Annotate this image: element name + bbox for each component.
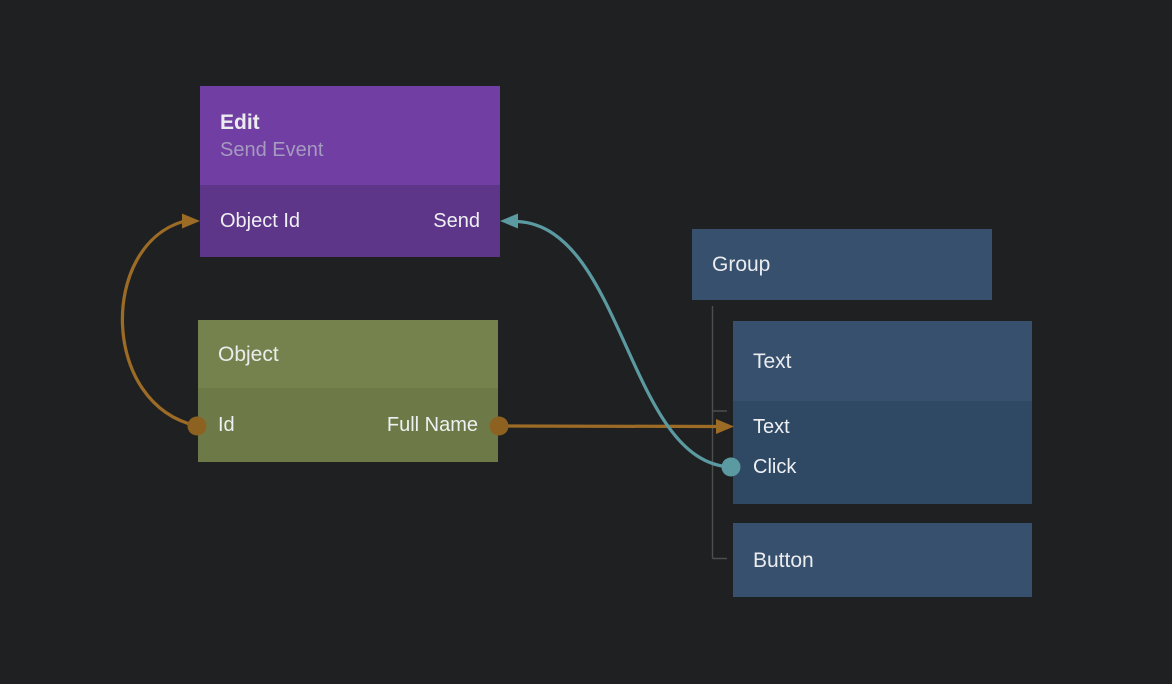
wire-path[interactable] — [517, 219, 732, 469]
edge-object-full-name-to-text-text[interactable] — [489, 416, 735, 436]
node-text-body: Text Click — [733, 401, 1032, 504]
arrowhead-icon — [716, 419, 734, 434]
port-id[interactable]: Id — [218, 413, 235, 436]
node-object[interactable]: Object Id Full Name — [198, 320, 498, 462]
wire-path[interactable] — [498, 424, 718, 429]
port-dot-id[interactable] — [187, 416, 207, 436]
node-title: Button — [753, 548, 814, 572]
edge-object-id-to-edit-object-id[interactable] — [120, 213, 207, 436]
node-title: Text — [753, 349, 792, 373]
arrowhead-icon — [500, 213, 518, 229]
port-object-id[interactable]: Object Id — [220, 209, 301, 232]
node-text-header: Text — [733, 321, 1032, 401]
node-group-header: Group — [692, 229, 992, 300]
node-edit-body: Object Id Send — [200, 185, 500, 257]
node-text[interactable]: Text Text Click — [733, 321, 1032, 504]
node-title: Object — [218, 342, 279, 366]
arrowhead-icon — [182, 213, 200, 229]
port-send[interactable]: Send — [433, 209, 480, 232]
node-group[interactable]: Group — [692, 229, 992, 300]
group-tree-connector — [711, 306, 727, 560]
port-text[interactable]: Text — [753, 415, 790, 438]
port-full-name[interactable]: Full Name — [386, 413, 478, 436]
node-object-header: Object — [198, 320, 498, 388]
node-edit-header: Edit Send Event — [200, 86, 500, 185]
wire-path[interactable] — [120, 219, 198, 428]
node-title: Group — [712, 253, 771, 276]
node-button[interactable]: Button — [733, 523, 1032, 597]
node-button-header: Button — [733, 523, 1032, 597]
edge-text-click-to-edit-send[interactable] — [500, 213, 741, 477]
node-title: Edit — [220, 110, 260, 134]
port-click[interactable]: Click — [753, 455, 797, 478]
port-dot-click[interactable] — [721, 457, 741, 477]
node-subtitle: Send Event — [220, 138, 324, 161]
node-object-body: Id Full Name — [198, 388, 498, 462]
node-edit[interactable]: Edit Send Event Object Id Send — [200, 86, 500, 257]
port-dot-full-name[interactable] — [489, 416, 509, 436]
